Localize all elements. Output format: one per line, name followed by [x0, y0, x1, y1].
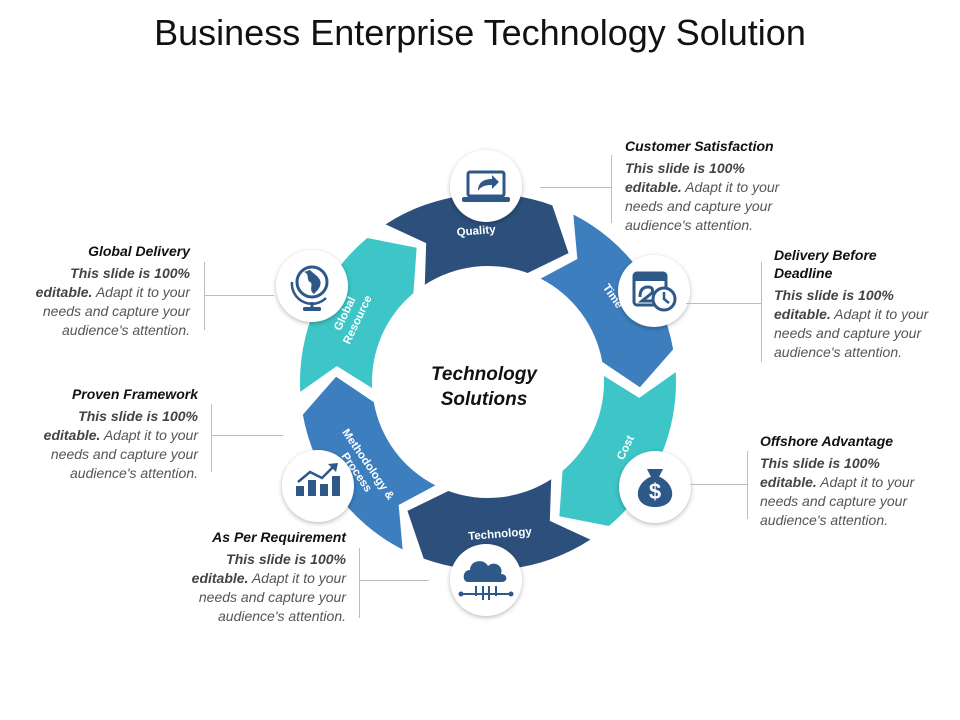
laptop-share-icon [450, 150, 522, 222]
text-block-global-delivery: Global Delivery This slide is 100%editab… [0, 242, 190, 340]
block-heading: As Per Requirement [212, 529, 346, 545]
block-body: This slide is 100%editable. Adapt it to … [625, 160, 780, 233]
segment-cost [559, 372, 676, 527]
calendar-clock-icon [618, 255, 690, 327]
text-block-customer-satisfaction: Customer Satisfaction This slide is 100%… [625, 137, 825, 235]
connector-offshore-advantage [690, 484, 748, 485]
connector-offshore-advantage-bar [747, 451, 748, 519]
block-heading: Proven Framework [71, 386, 198, 402]
text-block-as-per-requirement: As Per Requirement This slide is 100%edi… [130, 528, 346, 626]
segment-global-resource [300, 237, 417, 392]
connector-global-delivery [204, 295, 274, 296]
connector-customer-satisfaction [540, 187, 612, 188]
block-body: This slide is 100%editable. Adapt it to … [43, 408, 198, 481]
center-label-line: Solutions [441, 389, 528, 410]
svg-text:$: $ [649, 479, 661, 504]
money-bag-icon: $ [619, 451, 691, 523]
block-body: This slide is 100%editable. Adapt it to … [774, 287, 929, 360]
connector-delivery-deadline [686, 303, 762, 304]
block-heading: Customer Satisfaction [625, 138, 774, 154]
connector-proven-framework-bar [211, 404, 212, 472]
segment-methodology-process [302, 376, 436, 550]
connector-as-per-requirement-bar [359, 548, 360, 618]
text-block-proven-framework: Proven Framework This slide is 100%edita… [0, 385, 198, 483]
bar-chart-growth-icon [282, 450, 354, 522]
page-title: Business Enterprise Technology Solution [154, 12, 806, 53]
text-block-offshore-advantage: Offshore Advantage This slide is 100%edi… [760, 432, 960, 530]
segment-quality [385, 193, 569, 285]
cloud-network-icon [450, 544, 522, 616]
block-heading: Global Delivery [88, 243, 190, 259]
center-label-line: Technology [431, 364, 538, 385]
connector-as-per-requirement [359, 580, 429, 581]
block-heading: Offshore Advantage [760, 433, 894, 449]
segment-technology [407, 479, 591, 570]
block-body: This slide is 100%editable. Adapt it to … [760, 455, 915, 528]
label-technology: Technology [468, 526, 533, 543]
block-body: This slide is 100%editable. Adapt it to … [191, 551, 346, 624]
globe-icon [276, 250, 348, 322]
icon-circles: $ [276, 150, 691, 616]
connector-delivery-deadline-bar [761, 262, 762, 362]
connector-customer-satisfaction-bar [611, 155, 612, 223]
segment-time [540, 214, 674, 388]
block-body: This slide is 100%editable. Adapt it to … [35, 265, 190, 338]
connector-global-delivery-bar [204, 262, 205, 330]
label-quality: Quality [456, 224, 496, 239]
cycle-segments [300, 193, 676, 570]
connector-proven-framework [211, 435, 283, 436]
